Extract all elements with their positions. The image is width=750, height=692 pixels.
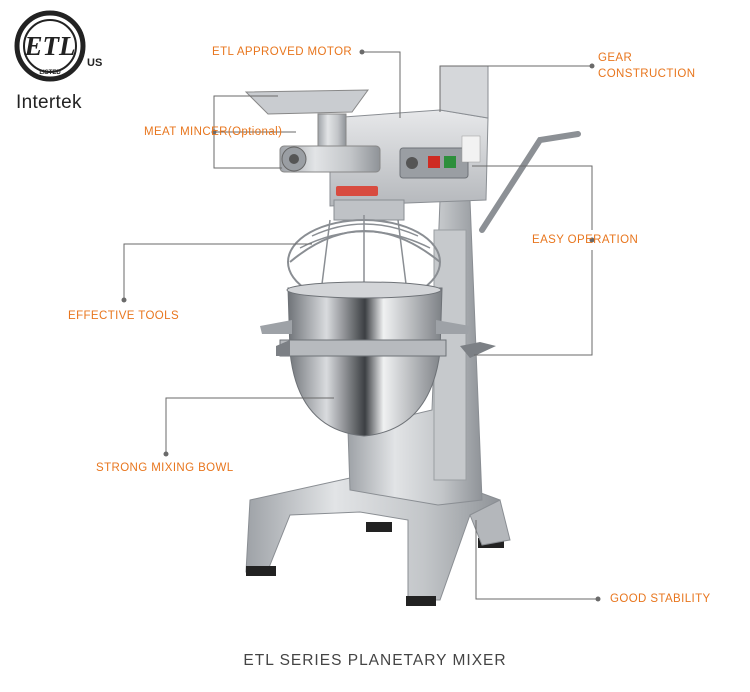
bowl-guard [287, 215, 441, 305]
etl-listed-logo: ETL LISTED US Intertek [14, 8, 114, 114]
etl-listed-text: LISTED [39, 70, 61, 76]
callout-stability: GOOD STABILITY [610, 593, 711, 605]
product-caption: ETL SERIES PLANETARY MIXER [243, 652, 507, 669]
mixing-bowl [260, 281, 496, 437]
etl-mark-text: ETL [24, 31, 76, 61]
leader-lines [123, 51, 598, 600]
callout-tools: EFFECTIVE TOOLS [68, 310, 180, 322]
callout-bowl: STRONG MIXING BOWL [96, 462, 234, 474]
callout-gear-line1: GEAR [598, 52, 633, 64]
leader-dots [121, 49, 601, 602]
logo-country: US [87, 57, 103, 69]
attachment-hub [333, 199, 405, 221]
logo-brand: Intertek [16, 92, 82, 113]
callout-motor: ETL APPROVED MOTOR [212, 46, 353, 58]
callout-operation: EASY OPERATION [532, 234, 639, 246]
crank-handle [479, 131, 581, 233]
mixer-head [329, 65, 489, 207]
etl-seal-icon: ETL LISTED [14, 10, 86, 82]
callout-gear-line2: CONSTRUCTION [598, 68, 696, 80]
callout-mincer: MEAT MINCER(Optional) [144, 126, 283, 138]
